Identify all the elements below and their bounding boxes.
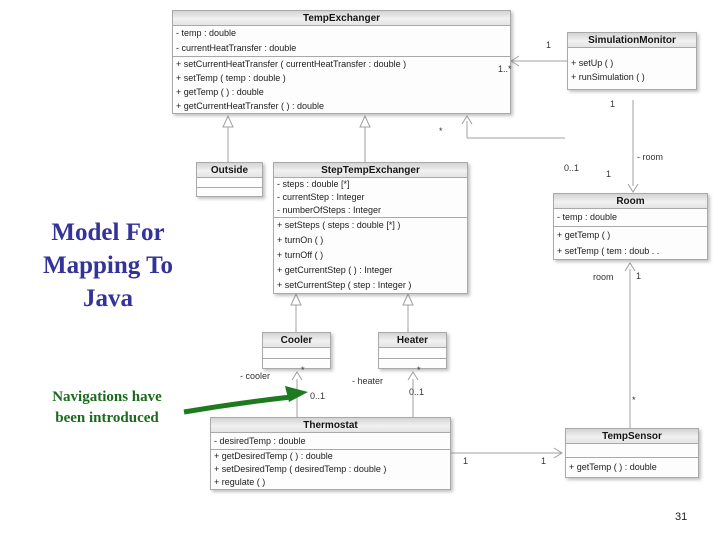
open-arrow-icon (624, 262, 636, 272)
class-method: + getTemp ( ) (557, 230, 611, 240)
multiplicity-label: 0..1 (409, 387, 425, 397)
class-title: TempExchanger (173, 11, 510, 26)
multiplicity-label: 0..1 (310, 391, 326, 401)
class-attribute: - currentHeatTransfer : double (176, 43, 297, 53)
generalization-triangle-icon (290, 292, 302, 306)
slide-title-line: Model For (51, 219, 165, 246)
class-attribute: - currentStep : Integer (277, 192, 365, 202)
class-title: SimulationMonitor (568, 33, 696, 48)
class-title: TempSensor (566, 429, 698, 444)
class-title: StepTempExchanger (274, 163, 467, 178)
role-label: - heater (352, 376, 384, 386)
open-arrow-icon (627, 183, 639, 193)
annotation-arrow (183, 386, 308, 415)
empty-compartment (263, 348, 330, 358)
role-label: room (593, 272, 614, 282)
multiplicity-label: * (417, 365, 421, 375)
class-thermostat: Thermostat - desiredTemp : double + getD… (210, 417, 451, 490)
class-method: + turnOff ( ) (277, 250, 324, 260)
multiplicity-label: 0..1 (564, 163, 580, 173)
class-attribute: - desiredTemp : double (214, 436, 306, 446)
class-method: + setTemp ( temp : double ) (176, 73, 286, 83)
class-method: + setSteps ( steps : double [*] ) (277, 220, 401, 230)
class-method: + getTemp ( ) : double (569, 462, 657, 472)
class-method: + setCurrentStep ( step : Integer ) (277, 280, 412, 290)
class-title: Outside (197, 163, 262, 178)
class-method: + setUp ( ) (571, 58, 614, 68)
multiplicity-label: 1 (610, 99, 616, 109)
class-room: Room - temp : double + getTemp ( ) + set… (553, 193, 708, 260)
annotation-note-line: been introduced (55, 410, 159, 426)
class-tempsensor: TempSensor + getTemp ( ) : double (565, 428, 699, 478)
class-tempexchanger: TempExchanger - temp : double - currentH… (172, 10, 511, 114)
multiplicity-label: 1 (606, 169, 612, 179)
class-method: + setDesiredTemp ( desiredTemp : double … (214, 464, 387, 474)
class-method: + getCurrentHeatTransfer ( ) : double (176, 101, 324, 111)
class-outside: Outside (196, 162, 263, 197)
multiplicity-label: * (632, 395, 636, 405)
multiplicity-label: 1 (546, 40, 552, 50)
class-method: + getCurrentStep ( ) : Integer (277, 265, 393, 275)
multiplicity-label: 1 (541, 456, 547, 466)
class-attribute: - temp : double (557, 212, 618, 222)
class-method: + getTemp ( ) : double (176, 87, 264, 97)
class-method: + turnOn ( ) (277, 235, 324, 245)
class-method: + regulate ( ) (214, 477, 266, 487)
open-arrow-icon (553, 447, 563, 459)
slide-title-line: Mapping To (43, 252, 173, 279)
class-title: Thermostat (211, 418, 450, 433)
class-attribute: - steps : double [*] (277, 179, 350, 189)
multiplicity-label: 1 (463, 456, 469, 466)
empty-compartment (566, 444, 698, 457)
class-title: Heater (379, 333, 446, 348)
class-attribute: - temp : double (176, 28, 237, 38)
class-title: Cooler (263, 333, 330, 348)
role-label: - room (637, 152, 664, 162)
class-method: + setCurrentHeatTransfer ( currentHeatTr… (176, 59, 407, 69)
generalization-triangle-icon (222, 114, 234, 128)
class-steptempexchanger: StepTempExchanger - steps : double [*] -… (273, 162, 468, 294)
class-attribute: - numberOfSteps : Integer (277, 205, 382, 215)
slide-title: Model For Mapping To Java (18, 216, 198, 315)
annotation-note-line: Navigations have (52, 389, 162, 405)
empty-compartment (379, 348, 446, 358)
class-cooler: Cooler (262, 332, 331, 369)
class-heater: Heater (378, 332, 447, 369)
class-simulationmonitor: SimulationMonitor + setUp ( ) + runSimul… (567, 32, 697, 90)
empty-compartment (263, 358, 330, 368)
multiplicity-label: * (301, 365, 305, 375)
class-method: + runSimulation ( ) (571, 72, 645, 82)
generalization-triangle-icon (359, 114, 371, 128)
annotation-note: Navigations have been introduced (26, 387, 188, 429)
page-number: 31 (675, 511, 688, 523)
role-label: - cooler (240, 371, 271, 381)
multiplicity-label: * (439, 126, 443, 136)
class-title: Room (554, 194, 707, 209)
multiplicity-label: 1 (636, 271, 642, 281)
open-arrow-icon (510, 55, 520, 67)
multiplicity-label: 1..* (498, 64, 512, 74)
empty-compartment (197, 178, 262, 187)
open-arrow-icon (461, 115, 473, 125)
class-method: + getDesiredTemp ( ) : double (214, 451, 333, 461)
class-method: + setTemp ( tem : doub . . (557, 246, 660, 256)
slide-title-line: Java (83, 285, 133, 312)
empty-compartment (379, 358, 446, 368)
empty-compartment (197, 187, 262, 196)
generalization-triangle-icon (402, 292, 414, 306)
